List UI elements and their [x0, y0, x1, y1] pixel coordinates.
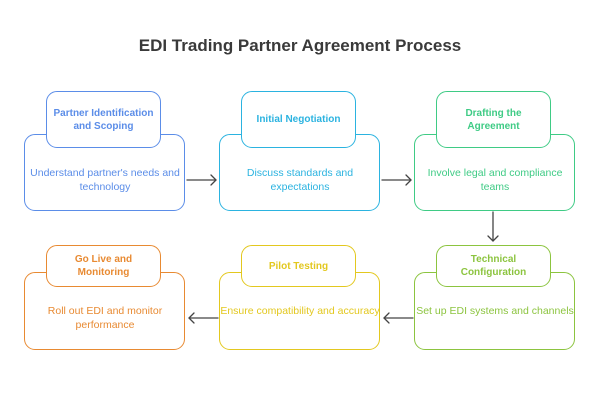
- arrow-down-3-to-4: [487, 211, 499, 242]
- step-title: Pilot Testing: [241, 245, 356, 287]
- arrow-right-2-to-3: [381, 174, 412, 186]
- step-description: Discuss standards and expectations: [246, 167, 354, 193]
- step-card: [414, 134, 575, 211]
- step-go-live-monitoring: Go Live and Monitoring Roll out EDI and …: [24, 245, 186, 350]
- step-title: Drafting the Agreement: [436, 91, 551, 148]
- step-pilot-testing: Pilot Testing Ensure compatibility and a…: [219, 245, 381, 350]
- step-drafting-agreement: Drafting the Agreement Involve legal and…: [414, 91, 576, 211]
- step-description: Understand partner's needs and technolog…: [30, 167, 180, 193]
- step-description: Involve legal and compliance teams: [427, 167, 563, 193]
- step-title: Initial Negotiation: [241, 91, 356, 148]
- step-description: Set up EDI systems and channels: [416, 305, 574, 317]
- step-description: Roll out EDI and monitor performance: [47, 305, 163, 331]
- step-technical-configuration: Technical Configuration Set up EDI syste…: [414, 245, 576, 350]
- arrow-right-1-to-2: [186, 174, 217, 186]
- step-title: Partner Identification and Scoping: [46, 91, 161, 148]
- arrow-left-5-to-6: [188, 312, 219, 324]
- step-title: Technical Configuration: [436, 245, 551, 287]
- step-partner-identification: Partner Identification and Scoping Under…: [24, 91, 186, 211]
- step-card: [24, 134, 185, 211]
- diagram-title: EDI Trading Partner Agreement Process: [138, 36, 462, 55]
- step-title: Go Live and Monitoring: [46, 245, 161, 287]
- arrow-left-4-to-5: [383, 312, 414, 324]
- step-description: Ensure compatibility and accuracy: [220, 305, 380, 317]
- step-initial-negotiation: Initial Negotiation Discuss standards an…: [219, 91, 381, 211]
